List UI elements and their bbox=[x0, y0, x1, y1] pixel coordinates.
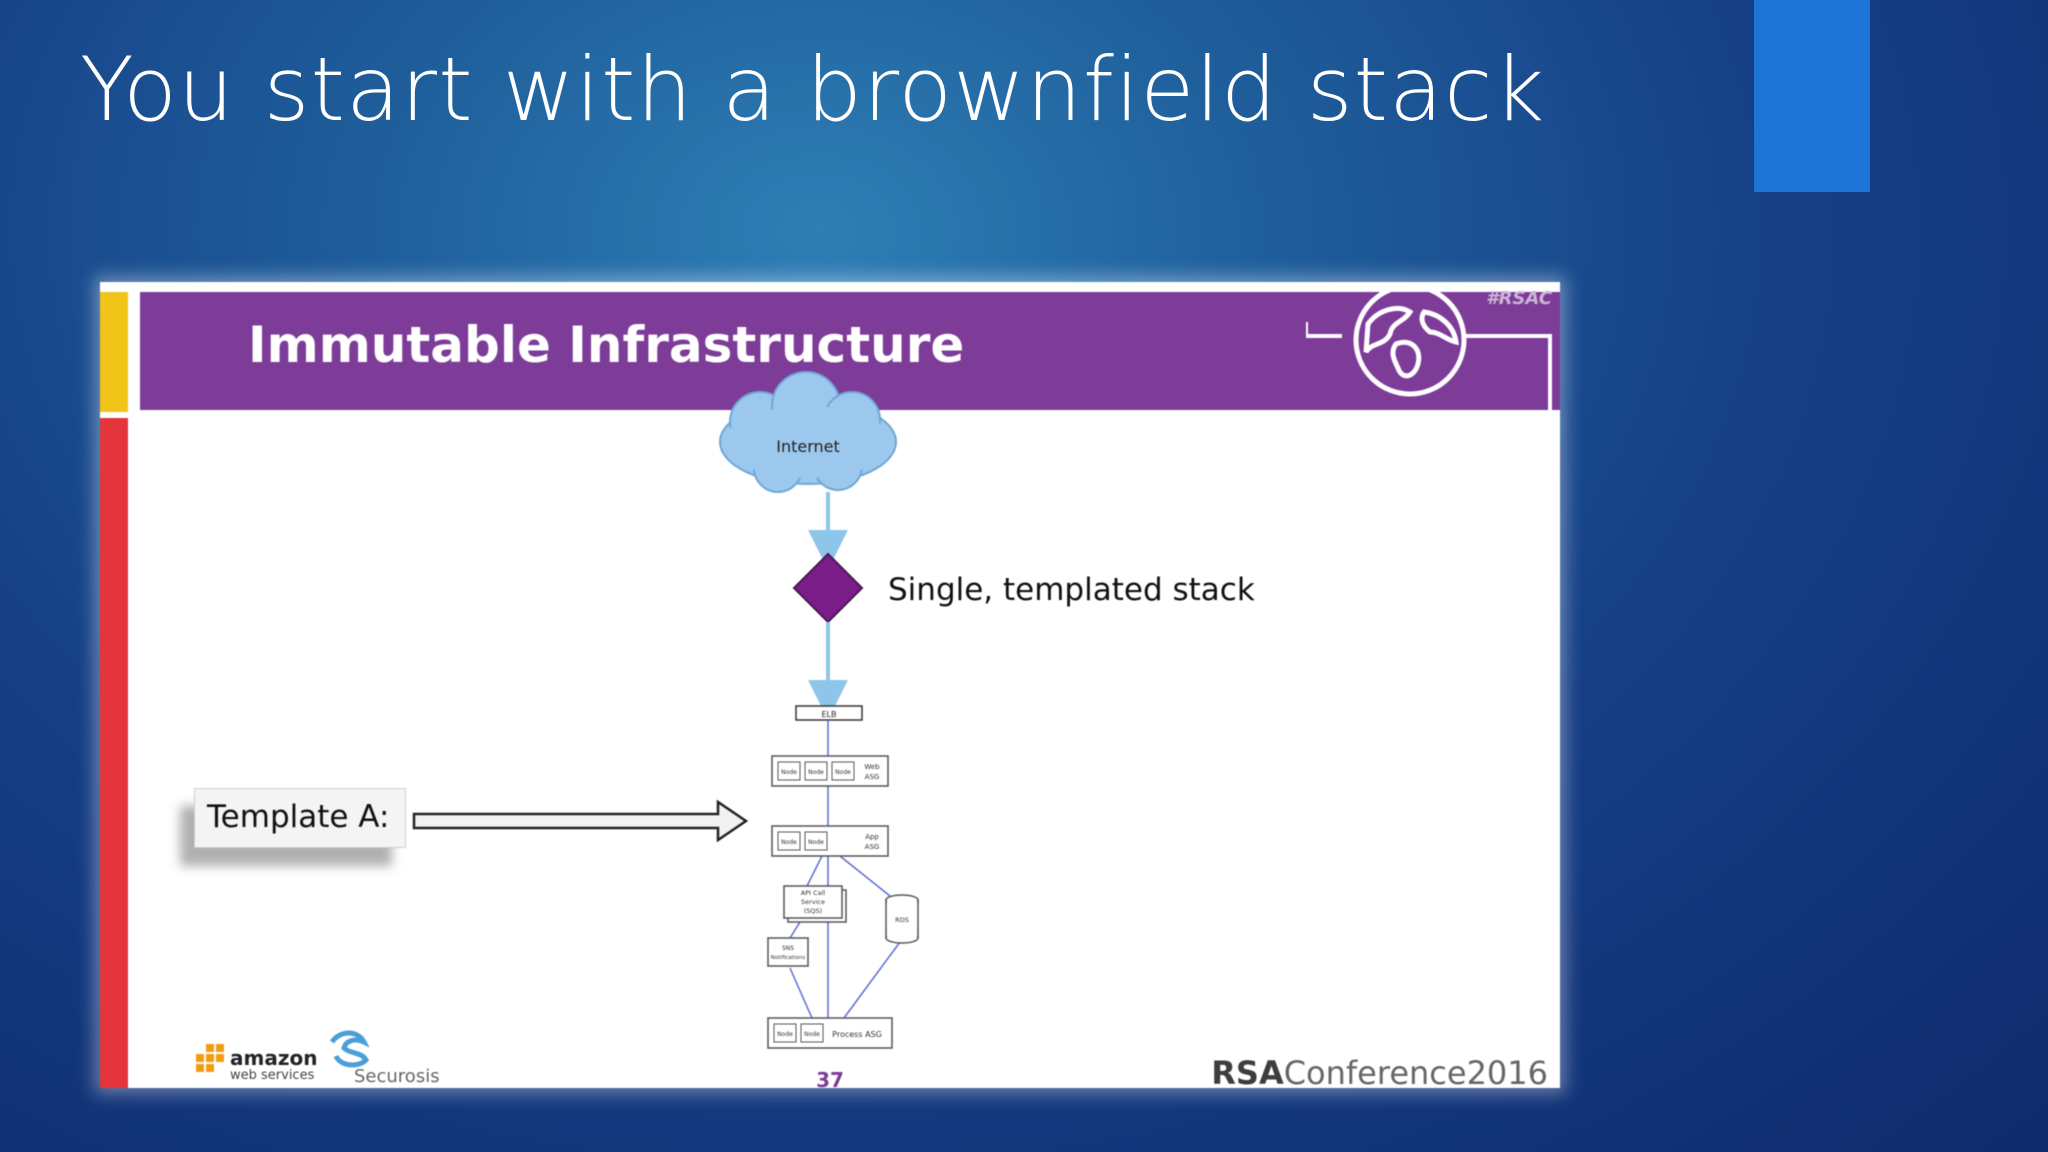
svg-text:Notifications: Notifications bbox=[771, 955, 806, 961]
architecture-diagram: ELB Node Node Node Web ASG Node bbox=[196, 371, 919, 1072]
globe-icon bbox=[1306, 283, 1552, 410]
side-stripe-red bbox=[100, 418, 128, 1088]
aws-logo-subtext: web services bbox=[230, 1068, 315, 1083]
svg-text:App: App bbox=[865, 833, 879, 841]
svg-text:ASG: ASG bbox=[865, 773, 880, 781]
svg-text:Node: Node bbox=[804, 1031, 820, 1038]
rsa-logo-bold: RSA bbox=[1211, 1054, 1284, 1088]
svg-text:SNS: SNS bbox=[782, 945, 794, 952]
templated-stack-diamond bbox=[792, 552, 864, 624]
templated-stack-label: Single, templated stack bbox=[888, 572, 1255, 608]
svg-text:ASG: ASG bbox=[865, 843, 880, 851]
slide-title: You start with a brownfield stack bbox=[80, 38, 1546, 141]
aws-logo-icon bbox=[196, 1044, 224, 1072]
template-arrow-icon bbox=[412, 799, 749, 843]
side-stripe-yellow bbox=[100, 292, 128, 412]
internet-cloud-icon bbox=[719, 371, 897, 493]
svg-text:API Call: API Call bbox=[801, 889, 826, 897]
aws-logo-text: amazon bbox=[230, 1046, 318, 1070]
securosis-logo-icon bbox=[329, 1030, 370, 1068]
svg-text:Service: Service bbox=[801, 898, 825, 906]
template-a-box: Template A: bbox=[194, 788, 406, 848]
svg-text:Node: Node bbox=[808, 769, 824, 776]
securosis-logo-text: Securosis bbox=[354, 1066, 440, 1087]
svg-text:Node: Node bbox=[808, 839, 824, 846]
svg-text:Node: Node bbox=[781, 769, 797, 776]
svg-text:Process ASG: Process ASG bbox=[832, 1030, 882, 1039]
rds-database-icon: RDS bbox=[885, 894, 919, 944]
svg-text:Node: Node bbox=[835, 769, 851, 776]
embedded-header-bar: Immutable Infrastructure bbox=[140, 292, 1560, 410]
internet-label: Internet bbox=[776, 437, 840, 456]
svg-text:(SQS): (SQS) bbox=[804, 907, 822, 915]
svg-text:ELB: ELB bbox=[822, 710, 837, 719]
rsa-logo-light: Conference2016 bbox=[1283, 1054, 1548, 1088]
template-a-label: Template A: bbox=[207, 799, 390, 835]
embedded-slide-image: Immutable Infrastructure #RSAC bbox=[100, 282, 1560, 1088]
corner-accent-tab bbox=[1754, 0, 1870, 192]
svg-text:Web: Web bbox=[864, 763, 880, 771]
embedded-slide-title: Immutable Infrastructure bbox=[248, 316, 965, 374]
svg-text:RDS: RDS bbox=[895, 916, 909, 924]
rsa-conference-logo: RSAConference2016 bbox=[1211, 1054, 1548, 1088]
page-number: 37 bbox=[816, 1068, 844, 1088]
svg-text:Node: Node bbox=[777, 1031, 793, 1038]
svg-text:Node: Node bbox=[781, 839, 797, 846]
rsac-tag: #RSAC bbox=[1486, 288, 1552, 309]
